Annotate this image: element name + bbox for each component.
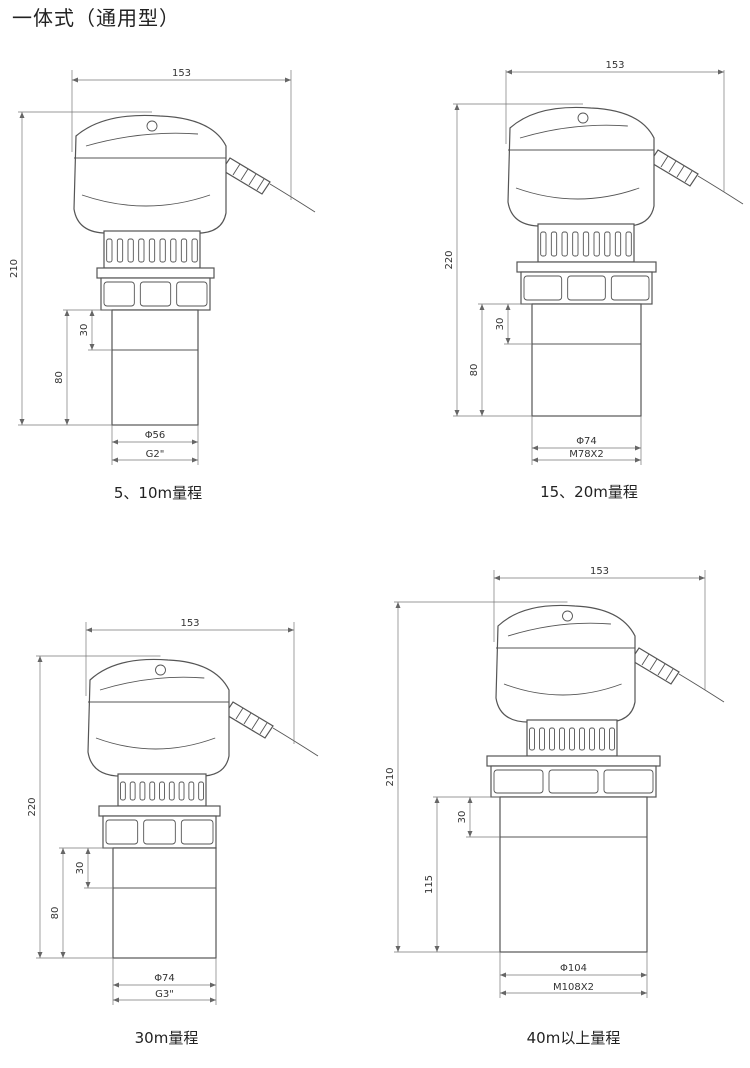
dim-thread-length: 30 — [495, 318, 506, 331]
dim-total-height: 210 — [9, 259, 20, 278]
hex-nut — [520, 271, 653, 305]
dim-thread-length: 30 — [79, 324, 90, 337]
dim-diameter: Φ104 — [560, 963, 587, 974]
dim-thread-length: 30 — [75, 862, 86, 875]
dim-thread: M108X2 — [553, 982, 594, 993]
dim-probe-height: 115 — [424, 875, 435, 894]
dim-width: 153 — [172, 68, 191, 79]
cable — [269, 183, 316, 213]
screw-hole — [146, 120, 158, 132]
probe-body — [112, 847, 217, 959]
flange — [98, 805, 221, 817]
dim-total-height: 220 — [27, 797, 38, 816]
flange — [486, 755, 661, 767]
probe-body — [499, 796, 648, 953]
finned-hub — [526, 719, 618, 757]
dim-thread: G3" — [155, 989, 174, 1000]
finned-hub — [117, 773, 207, 807]
cable-gland — [224, 701, 274, 739]
dim-probe-height: 80 — [50, 907, 61, 920]
dim-thread-length: 30 — [457, 811, 468, 824]
cable — [272, 727, 319, 757]
dim-width: 153 — [180, 618, 199, 629]
probe-body — [111, 309, 199, 426]
dim-total-height: 210 — [385, 767, 396, 786]
range-caption: 15、20m量程 — [540, 483, 638, 501]
hex-nut — [102, 815, 217, 849]
dim-diameter: Φ74 — [576, 436, 597, 447]
dim-width: 153 — [605, 60, 624, 71]
screw-hole — [562, 610, 573, 622]
dim-thread: G2" — [146, 449, 165, 460]
range-caption: 40m以上量程 — [527, 1029, 621, 1047]
range-caption: 30m量程 — [135, 1029, 199, 1047]
cable — [697, 175, 744, 205]
housing-head — [87, 658, 230, 777]
range-caption: 5、10m量程 — [114, 484, 202, 502]
housing-head — [73, 114, 227, 234]
dim-width: 153 — [590, 566, 609, 577]
flange — [96, 267, 215, 279]
housing-head — [495, 604, 636, 723]
dim-total-height: 220 — [444, 250, 455, 269]
cable-gland — [649, 149, 699, 187]
screw-hole — [577, 112, 589, 124]
dim-probe-height: 80 — [54, 371, 65, 384]
dim-diameter: Φ56 — [145, 430, 166, 441]
dim-thread: M78X2 — [569, 449, 604, 460]
cable-gland — [630, 647, 680, 685]
dim-probe-height: 80 — [469, 364, 480, 377]
screw-hole — [155, 664, 166, 676]
cable-gland — [221, 157, 271, 195]
dim-diameter: Φ74 — [154, 973, 175, 984]
probe-body — [531, 303, 642, 417]
hex-nut — [100, 277, 211, 311]
page-title: 一体式（通用型） — [12, 6, 180, 30]
flange — [516, 261, 657, 273]
housing-head — [507, 106, 655, 227]
hex-nut — [490, 765, 657, 798]
cable — [678, 673, 725, 703]
